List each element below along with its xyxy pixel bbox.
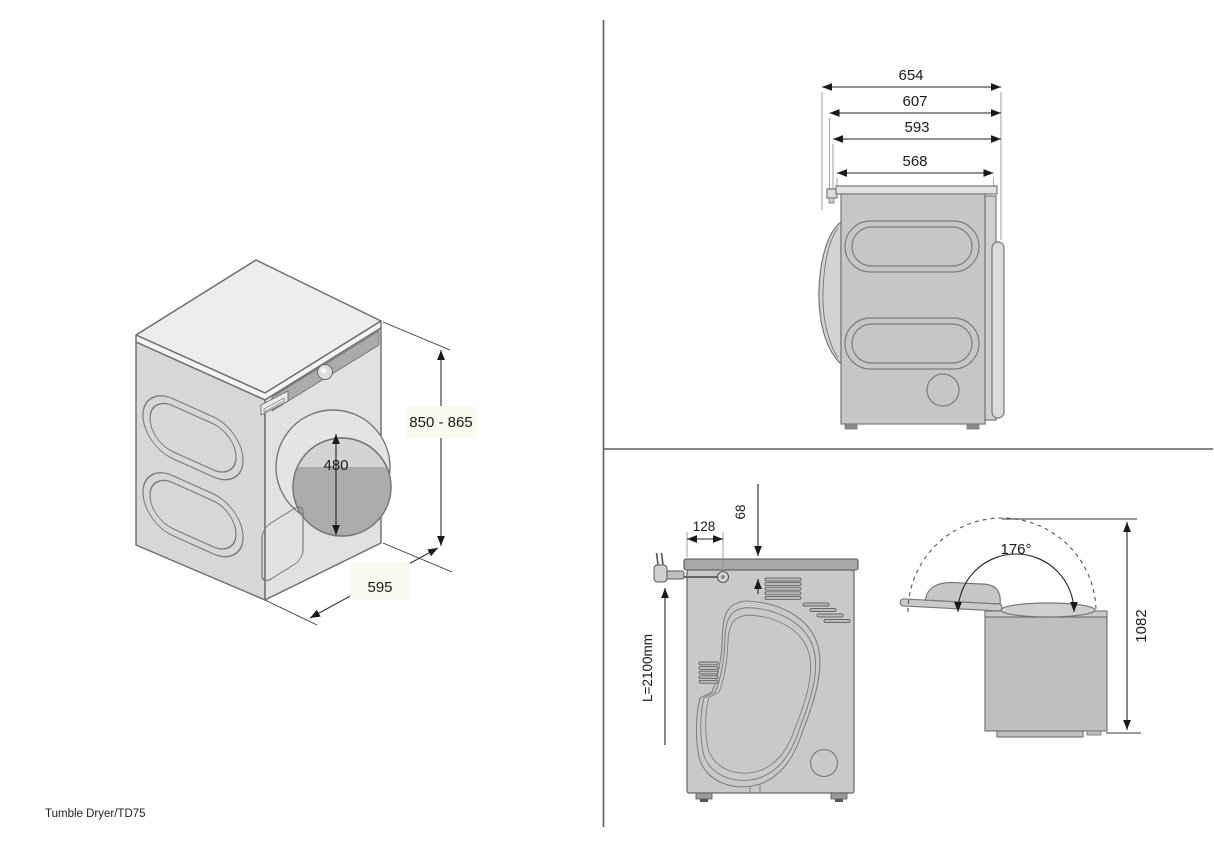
condenser-channel-outline	[695, 600, 821, 788]
dryer-isometric	[135, 259, 392, 601]
filter-hatch	[261, 506, 304, 582]
dim-label-593: 593	[904, 119, 929, 136]
dryer-back	[683, 558, 859, 802]
cord-grommet-center	[721, 575, 725, 579]
lid-open-view: 176° 1082	[899, 517, 1150, 738]
product-label: Tumble Dryer/TD75	[45, 808, 146, 820]
foot	[695, 792, 713, 800]
rear-panel	[991, 241, 1005, 419]
vent-slats-top	[764, 577, 802, 600]
lid-angle-arc	[954, 553, 1078, 613]
door-circle-outline	[292, 437, 392, 537]
embossing-outline	[142, 472, 244, 558]
foot	[966, 423, 980, 430]
back-view: 128 68 L=2100mm	[640, 484, 859, 802]
lid-opening-edge	[1000, 602, 1096, 618]
dim-label-654: 654	[898, 67, 923, 84]
side-view: 654 607 593 568	[818, 67, 1005, 430]
dim-door-diameter: 480	[323, 434, 349, 535]
dim-label-bg	[406, 406, 476, 438]
dim-open-height: 1082	[1002, 518, 1150, 734]
dim-label-height: 850 - 865	[409, 414, 472, 431]
dim-cord-length: L=2100mm	[640, 588, 669, 745]
dim-label-128: 128	[693, 519, 716, 534]
vent-slats-diagonal	[802, 602, 851, 623]
display-slot-inner	[263, 397, 285, 413]
dim-label-68: 68	[733, 504, 748, 519]
dim-tick	[264, 599, 318, 626]
dim-lines	[822, 83, 1001, 177]
left-face-embossings	[142, 395, 244, 558]
lid-inner-molding	[924, 581, 1001, 605]
dim-label-bg	[350, 562, 410, 600]
power-cord	[653, 552, 730, 584]
dim-label-1082: 1082	[1133, 609, 1150, 642]
isometric-view: 850 - 865 480 595	[135, 259, 476, 626]
dim-label-cord-length: L=2100mm	[640, 634, 655, 702]
back-panel	[686, 569, 855, 794]
access-circle	[809, 748, 839, 778]
hinge-pin	[828, 197, 835, 204]
dim-label-607: 607	[902, 93, 927, 110]
foot-pad	[835, 799, 843, 802]
plinth	[996, 730, 1084, 738]
dim-height: 850 - 865	[382, 321, 476, 573]
door-bulge	[818, 220, 842, 366]
foot	[844, 423, 858, 430]
open-lid	[899, 581, 1003, 612]
foot-pad	[700, 799, 708, 802]
dim-width: 595	[264, 547, 439, 626]
dim-label-door: 480	[323, 457, 348, 474]
body	[984, 616, 1108, 732]
embossing-outline	[149, 402, 237, 473]
vent-slats-left	[698, 661, 719, 684]
dim-cord-x: 128	[686, 519, 724, 570]
top-plate	[835, 185, 998, 195]
quadrant-dividers	[602, 20, 1213, 827]
foot	[830, 792, 848, 800]
knob-highlight	[320, 367, 327, 374]
dryer-side	[818, 185, 1005, 430]
extension-lines	[821, 92, 1002, 240]
dim-cord-y: 68	[733, 484, 762, 594]
top-cap	[683, 558, 859, 571]
embossing-outline	[142, 395, 244, 481]
lid-swing-arc-dashed	[907, 517, 1097, 613]
pump-cover-circle	[926, 373, 960, 407]
dryer-lid-open	[899, 581, 1108, 738]
body	[840, 193, 986, 425]
dim-tick	[382, 321, 451, 351]
side-embossings	[844, 220, 980, 370]
embossing-outline	[149, 479, 237, 550]
door-bulge-inner	[822, 227, 839, 359]
dim-label-width: 595	[367, 579, 392, 596]
dim-label-angle: 176°	[1000, 541, 1031, 558]
plinth-foot	[1086, 730, 1102, 736]
dim-label-568: 568	[902, 153, 927, 170]
power-plug-icon	[653, 552, 685, 583]
